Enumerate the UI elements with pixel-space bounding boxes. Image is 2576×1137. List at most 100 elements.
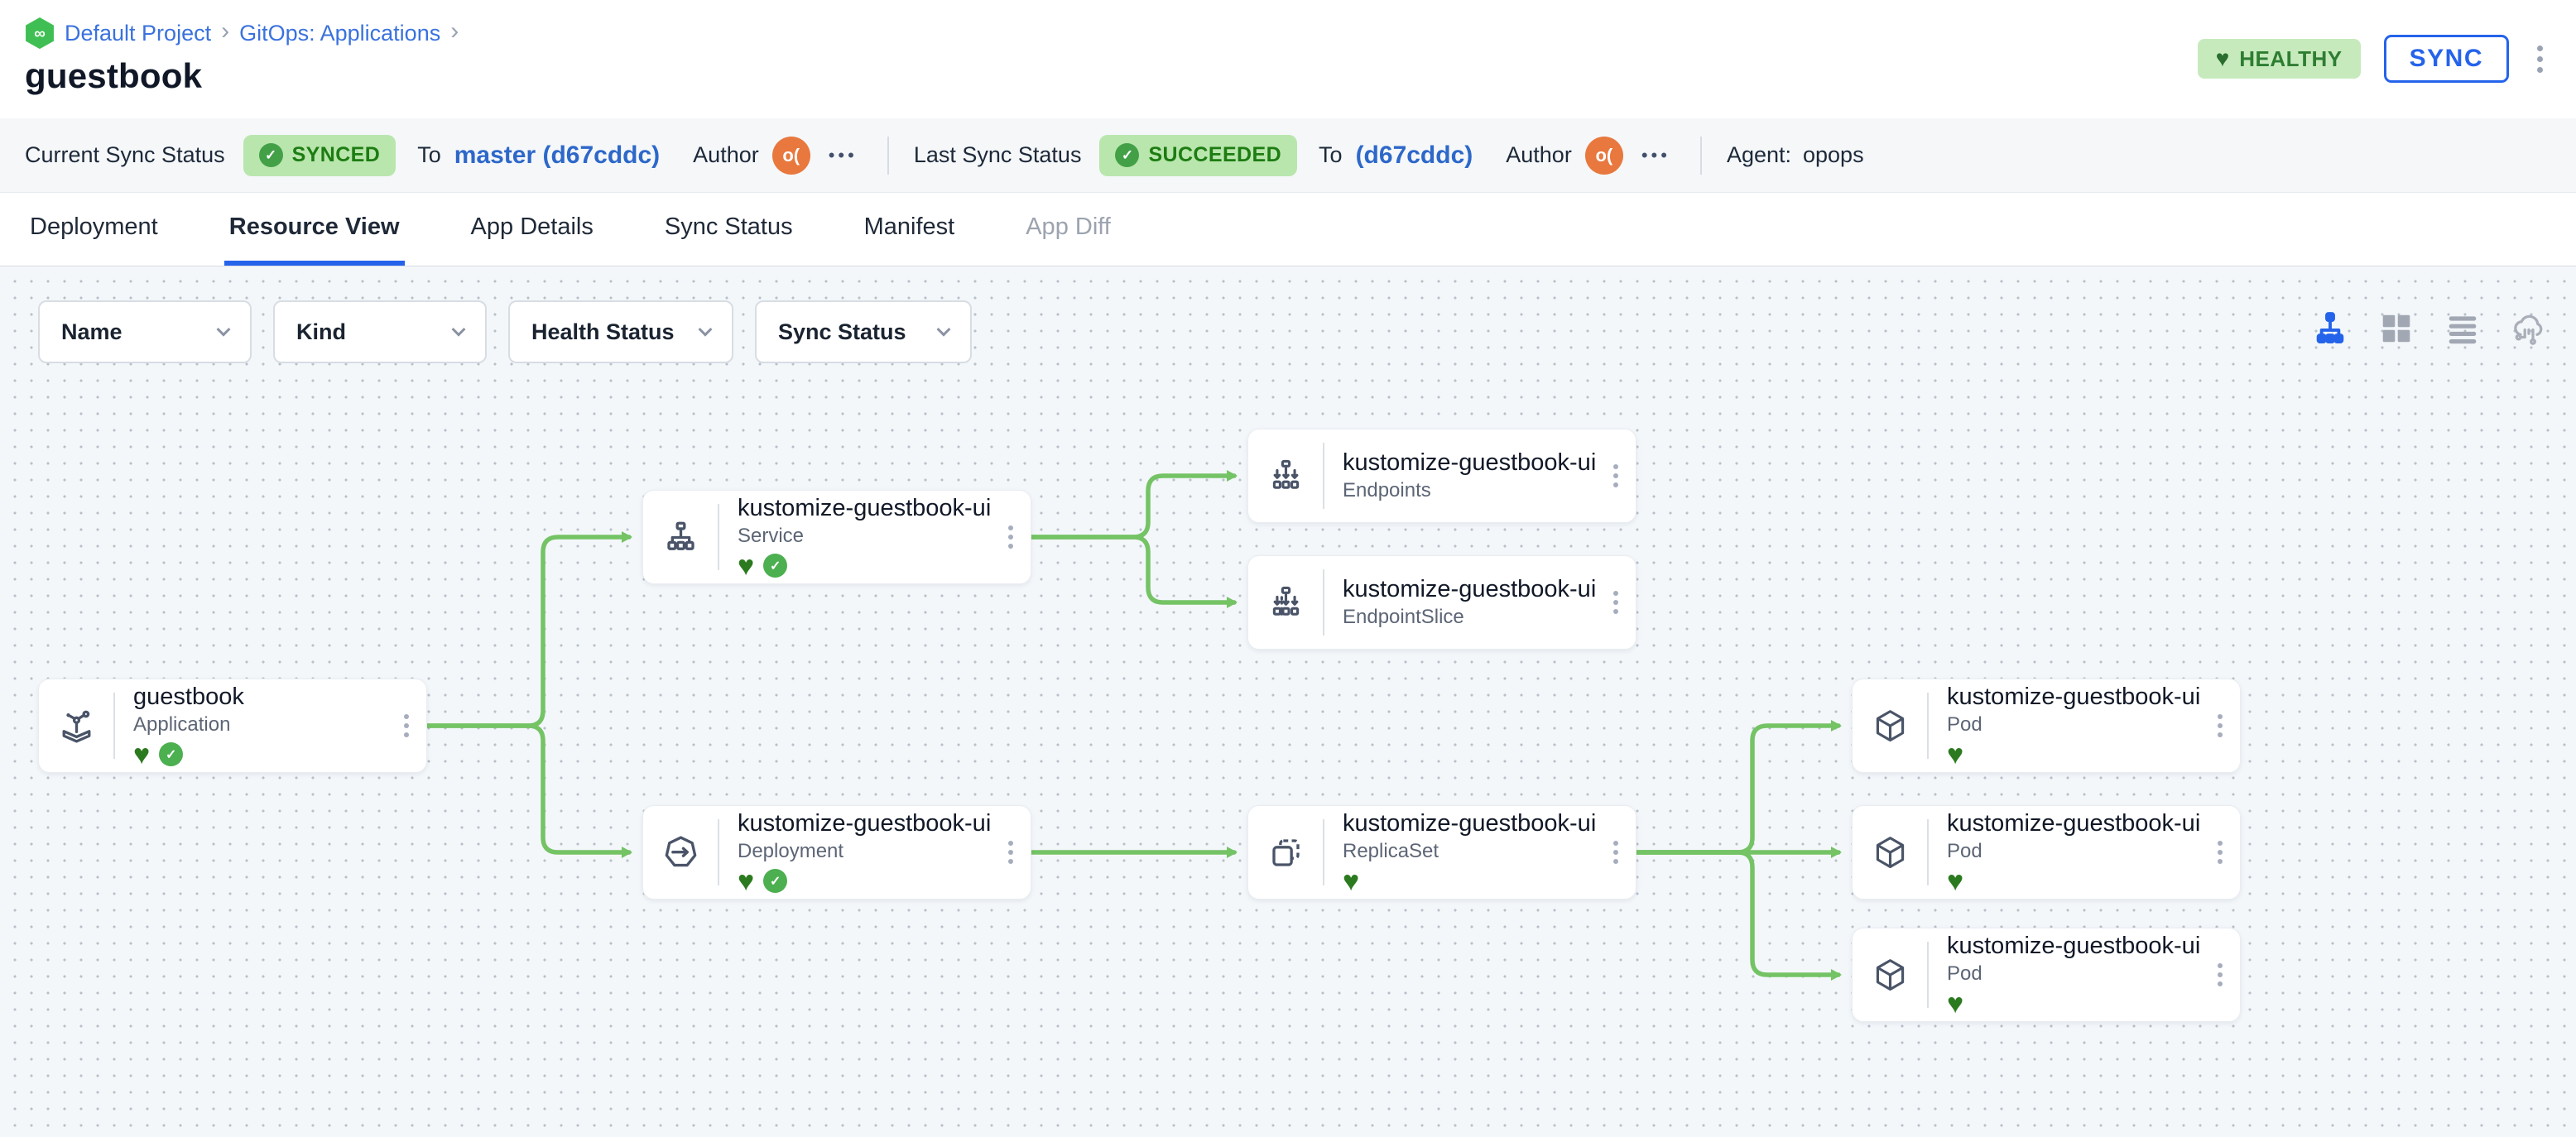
author-label: Author xyxy=(1506,142,1572,167)
node-title: kustomize-guestbook-ui-... xyxy=(1947,683,2200,710)
divider xyxy=(1699,136,1702,175)
breadcrumb-separator: › xyxy=(450,17,459,45)
graph-node-pod[interactable]: kustomize-guestbook-ui-... Pod ♥ xyxy=(1852,805,2241,900)
graph-edge xyxy=(1634,850,1842,981)
filter-kind-dropdown[interactable]: Kind xyxy=(273,300,487,363)
node-menu-button[interactable] xyxy=(991,491,1031,583)
node-menu-button[interactable] xyxy=(2200,679,2240,772)
check-circle-icon: ✓ xyxy=(258,143,283,167)
node-title: kustomize-guestbook-ui-... xyxy=(1343,576,1596,602)
divider xyxy=(887,136,889,175)
agent-value: opops xyxy=(1803,142,1864,167)
divider xyxy=(1323,443,1324,509)
grid-view-icon xyxy=(2377,309,2415,352)
node-menu-button[interactable] xyxy=(387,679,426,772)
node-body: kustomize-guestbook-ui-... Pod ♥ xyxy=(1929,679,2200,772)
filter-label: Health Status xyxy=(531,319,675,344)
healthy-heart-icon: ♥ xyxy=(1343,865,1360,897)
node-body: kustomize-guestbook-ui-... Pod ♥ xyxy=(1929,928,2200,1021)
node-kind: Deployment xyxy=(738,839,844,862)
tab-sync-status[interactable]: Sync Status xyxy=(664,213,793,240)
node-menu-button[interactable] xyxy=(1596,556,1636,649)
graph-node-application[interactable]: guestbook Application ♥✓ xyxy=(38,679,427,773)
to-label: To xyxy=(1319,142,1343,167)
node-status-icons: ♥✓ xyxy=(133,741,387,769)
heart-icon: ♥ xyxy=(2215,46,2230,71)
divider xyxy=(1323,819,1324,885)
graph-node-replicaset[interactable]: kustomize-guestbook-ui-... ReplicaSet ♥ xyxy=(1247,805,1636,900)
graph-edge xyxy=(425,531,632,728)
filter-label: Sync Status xyxy=(778,319,906,344)
app-group-view-toggle-button[interactable] xyxy=(2508,309,2550,351)
node-menu-button[interactable] xyxy=(991,806,1031,899)
commit-details-more-button[interactable]: ••• xyxy=(1641,144,1670,166)
node-kind: Pod xyxy=(1947,712,1982,736)
current-target-commit-link[interactable]: master (d67cddc) xyxy=(454,141,661,169)
node-status-icons: ♥✓ xyxy=(738,552,991,580)
breadcrumb-section-link[interactable]: GitOps: Applications xyxy=(239,20,441,46)
endpoints-icon xyxy=(1248,429,1323,522)
node-body: kustomize-guestbook-ui-... ReplicaSet ♥ xyxy=(1324,806,1596,899)
node-menu-button[interactable] xyxy=(1596,429,1636,522)
node-kind: Application xyxy=(133,712,231,736)
node-body: kustomize-guestbook-ui Endpoints xyxy=(1324,429,1596,522)
graph-node-service[interactable]: kustomize-guestbook-ui Service ♥✓ xyxy=(642,490,1031,584)
author-avatar: o( xyxy=(1584,136,1623,175)
current-sync-status-label: Current Sync Status xyxy=(25,142,225,167)
commit-details-more-button[interactable]: ••• xyxy=(828,144,858,166)
agent-label: Agent: xyxy=(1726,142,1791,167)
succeeded-badge: ✓ SUCCEEDED xyxy=(1099,134,1298,176)
node-menu-button[interactable] xyxy=(1596,806,1636,899)
list-view-icon xyxy=(2444,309,2482,352)
filter-health-status-dropdown[interactable]: Health Status xyxy=(508,300,733,363)
node-menu-button[interactable] xyxy=(2200,928,2240,1021)
header-more-menu-button[interactable] xyxy=(2532,41,2548,78)
graph-node-deployment[interactable]: kustomize-guestbook-ui Deployment ♥✓ xyxy=(642,805,1031,900)
author-label: Author xyxy=(693,142,759,167)
graph-node-pod[interactable]: kustomize-guestbook-ui-... Pod ♥ xyxy=(1852,679,2241,773)
node-menu-button[interactable] xyxy=(2200,806,2240,899)
graph-node-endpoints[interactable]: kustomize-guestbook-ui Endpoints xyxy=(1247,429,1636,523)
node-kind: Service xyxy=(738,524,805,547)
filter-name-dropdown[interactable]: Name xyxy=(38,300,252,363)
svg-text:∞: ∞ xyxy=(34,25,46,42)
tab-app-details[interactable]: App Details xyxy=(470,213,594,240)
healthy-heart-icon: ♥ xyxy=(133,738,151,770)
list-view-toggle-button[interactable] xyxy=(2442,309,2483,351)
app-header: ∞ Default Project › GitOps: Applications… xyxy=(0,0,2576,118)
node-kind: Pod xyxy=(1947,839,1982,862)
tab-deployment[interactable]: Deployment xyxy=(30,213,158,240)
tree-view-toggle-button[interactable] xyxy=(2309,309,2351,351)
tab-bar: Deployment Resource View App Details Sync S… xyxy=(0,193,2576,266)
tab-resource-view[interactable]: Resource View xyxy=(223,193,405,266)
divider xyxy=(718,819,719,885)
sync-button[interactable]: SYNC xyxy=(2383,35,2509,83)
graph-edge xyxy=(425,723,632,858)
tab-manifest[interactable]: Manifest xyxy=(863,213,955,240)
filter-sync-status-dropdown[interactable]: Sync Status xyxy=(755,300,972,363)
node-title: kustomize-guestbook-ui-... xyxy=(1947,809,2200,837)
node-body: kustomize-guestbook-ui-... EndpointSlice xyxy=(1324,556,1596,649)
node-kind: EndpointSlice xyxy=(1343,606,1464,628)
graph-node-endpointslice[interactable]: kustomize-guestbook-ui-... EndpointSlice xyxy=(1247,555,1636,650)
graph-node-pod[interactable]: kustomize-guestbook-ui-... Pod ♥ xyxy=(1852,928,2241,1022)
healthy-heart-icon: ♥ xyxy=(1947,738,1964,770)
node-status-icons: ♥✓ xyxy=(738,867,991,895)
breadcrumb-separator: › xyxy=(221,17,230,45)
tab-app-diff: App Diff xyxy=(1026,213,1111,240)
endpointslice-icon xyxy=(1248,556,1323,649)
chevron-down-icon xyxy=(936,322,951,337)
pod-icon xyxy=(1853,928,1927,1021)
grid-view-toggle-button[interactable] xyxy=(2376,309,2417,351)
filter-label: Name xyxy=(61,319,123,344)
breadcrumb-project-link[interactable]: Default Project xyxy=(65,20,212,46)
divider xyxy=(1927,693,1929,759)
chevron-down-icon xyxy=(698,322,713,337)
synced-check-icon: ✓ xyxy=(763,554,788,578)
health-status-badge: ♥ HEALTHY xyxy=(2197,39,2361,79)
graph-edge xyxy=(1634,720,1842,855)
divider xyxy=(113,693,115,759)
tree-view-icon xyxy=(2311,309,2349,352)
node-title: kustomize-guestbook-ui xyxy=(738,494,991,521)
last-target-commit-link[interactable]: (d67cddc) xyxy=(1355,141,1473,169)
